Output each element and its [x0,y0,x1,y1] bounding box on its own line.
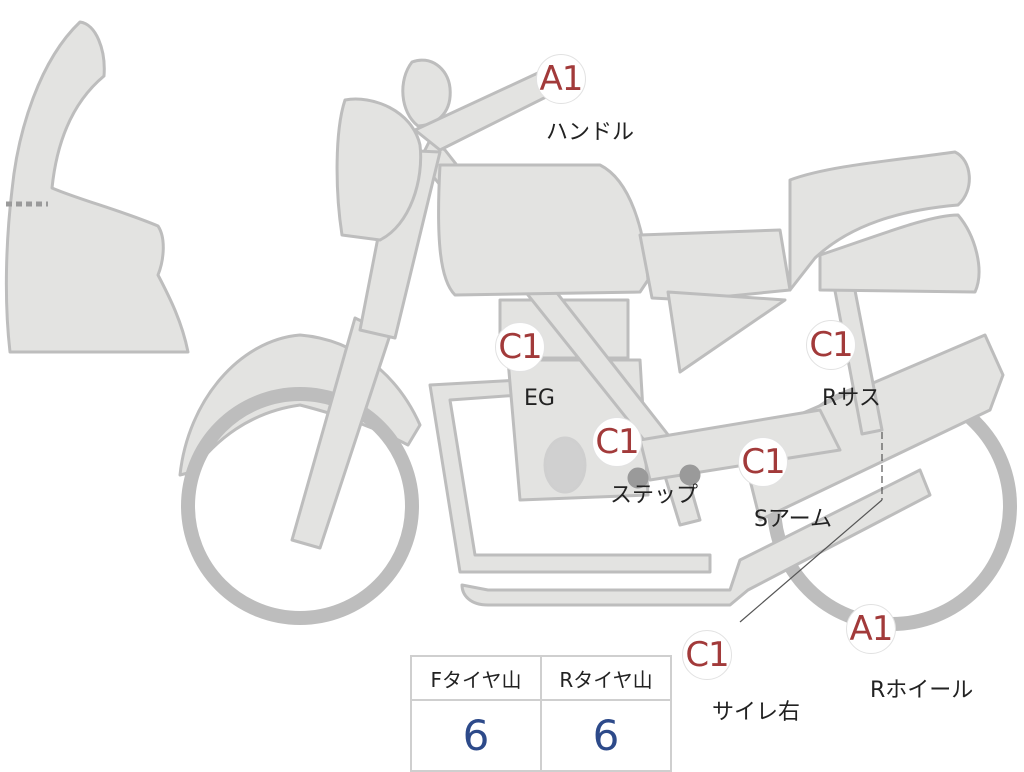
grade-badge: C1 [738,437,788,487]
front-tire-header: Fタイヤ山 [410,655,542,701]
grade-badge: C1 [806,320,856,370]
part-label: ハンドル [546,120,635,145]
seat-lower-shape [666,290,787,374]
exhaust-lower-shape [460,468,932,607]
frame-rear-shape [638,408,842,482]
part-label: Rホイール [870,678,974,703]
part-label: Rサス [822,386,881,411]
engine-cover-shape [543,436,587,494]
tail-shape [818,213,981,294]
front-tire-value: 6 [410,699,542,772]
part-label: サイレ右 [712,700,801,725]
rear-tire-value: 6 [540,699,672,772]
windscreen-shape [4,20,190,354]
grade-badge: A1 [536,54,586,104]
tire-tread-table: Fタイヤ山 Rタイヤ山 6 6 [410,655,672,772]
side-cover-shape [638,228,792,302]
front-tire-shape [181,387,419,625]
grade-badge: C1 [592,417,642,467]
headlight-shape [335,97,423,242]
part-label: Sアーム [754,507,832,532]
part-label: EG [524,386,555,411]
fork-upper-shape [358,148,442,340]
muffler-leader-line [739,499,883,623]
seat-shape [788,150,971,292]
table-header-row: Fタイヤ山 Rタイヤ山 [410,655,672,701]
step-peg-shape-2 [679,464,701,486]
grade-badge: C1 [682,630,732,680]
part-label: ステップ [610,483,699,508]
rear-tire-header: Rタイヤ山 [540,655,672,701]
table-value-row: 6 6 [410,699,672,772]
grade-badge: A1 [846,604,896,654]
step-peg-shape [627,467,649,489]
fuel-tank-shape [437,163,650,297]
grade-badge: C1 [495,322,545,372]
